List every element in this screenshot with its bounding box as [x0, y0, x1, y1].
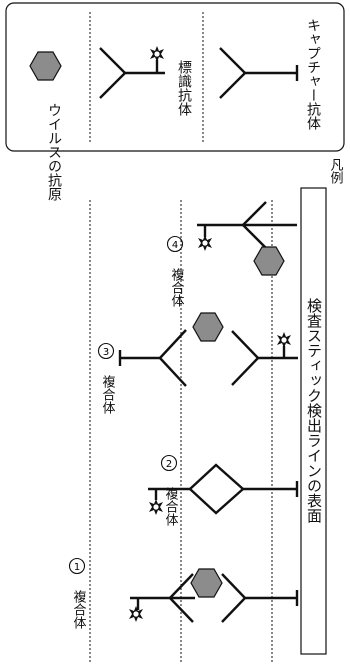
- surface-label: 検査スティック検出ラインの表面: [305, 298, 323, 523]
- complex-1: 複合体 1: [68, 557, 299, 629]
- capture-antibody: [243, 481, 299, 497]
- labeled-antibody: [130, 573, 195, 623]
- legend-label-capture-antibody: キャプチャー抗体: [305, 18, 321, 130]
- label-marker-icon: [277, 332, 291, 348]
- complex-number-circle: [68, 557, 86, 575]
- labeled-antibody: [197, 223, 243, 237]
- complex-label: 複合体: [169, 267, 185, 307]
- legend: ウイルスの抗原 標識抗体 キャプチャー抗体 凡例: [5, 2, 345, 201]
- legend-label-labeled-antibody: 標識抗体: [176, 60, 192, 116]
- legend-box: [5, 2, 345, 152]
- complex-number: 4: [172, 240, 178, 251]
- label-marker-icon: [198, 235, 212, 251]
- complex-label: 複合体: [100, 374, 116, 414]
- complex-2: 複合体 2: [148, 454, 299, 526]
- antibody-diamond: [188, 463, 245, 515]
- capture-antibody-icon: [219, 47, 299, 99]
- legend-title: 凡例: [328, 158, 344, 185]
- labeled-antibody: [231, 330, 298, 386]
- label-marker-icon: [149, 499, 163, 515]
- label-marker-icon: [150, 46, 164, 62]
- label-marker-icon: [129, 606, 143, 622]
- complex-number: 3: [103, 347, 109, 358]
- complex-3: 複合体 3: [97, 312, 298, 414]
- labeled-antibody: [148, 487, 190, 500]
- detection-surface: [300, 187, 327, 655]
- complex-4: 複合体 4: [166, 201, 297, 307]
- complex-number: 1: [74, 562, 80, 573]
- capture-antibody: [242, 201, 297, 251]
- complex-number-circle: [160, 454, 178, 472]
- complex-number: 2: [166, 459, 172, 470]
- complex-number-circle: [166, 235, 184, 253]
- capture-antibody: [221, 573, 299, 623]
- legend-label-antigen: ウイルスの抗原: [46, 103, 62, 201]
- complex-label: 複合体: [71, 589, 87, 629]
- complex-number-circle: [97, 342, 115, 360]
- virus-antigen: [190, 568, 223, 598]
- capture-antibody: [118, 329, 187, 387]
- virus-antigen: [253, 246, 285, 276]
- complex-label: 複合体: [163, 486, 179, 526]
- labeled-antibody-icon: [99, 47, 165, 99]
- virus-antigen: [192, 312, 224, 342]
- virus-antigen-icon: [29, 51, 62, 81]
